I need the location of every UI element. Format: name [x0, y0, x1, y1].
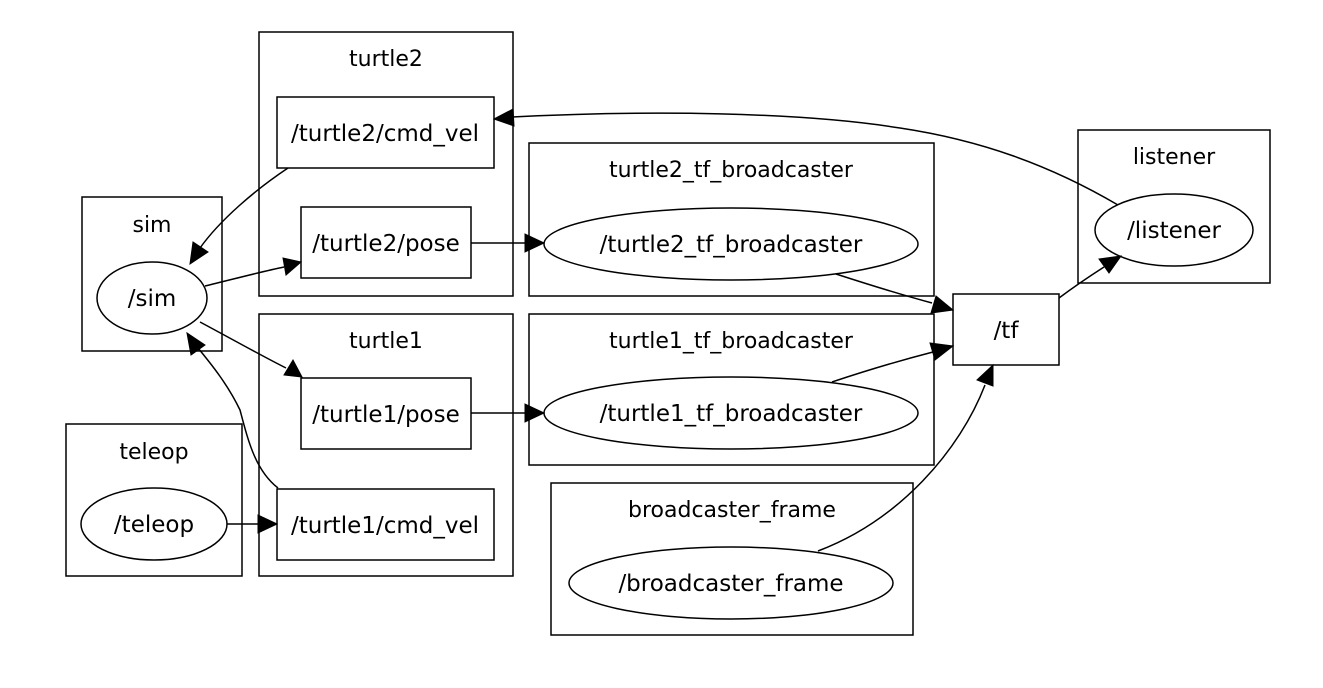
node-turtle2-tf-broadcaster-label: /turtle2_tf_broadcaster [600, 232, 863, 258]
edge-turtle1-pose-to-turtle1-tf-broadcaster [471, 403, 546, 423]
node-turtle2-tf-broadcaster[interactable]: /turtle2_tf_broadcaster [543, 207, 919, 281]
edge-turtle2-tf-broadcaster-to-tf [835, 273, 955, 314]
arrowhead [282, 257, 303, 276]
cluster-turtle1-label: turtle1 [349, 329, 423, 354]
cluster-listener: listener [1077, 129, 1271, 284]
cluster-turtle2-tf-broadcaster-label: turtle2_tf_broadcaster [609, 158, 854, 183]
node-turtle1-tf-broadcaster[interactable]: /turtle1_tf_broadcaster [543, 376, 919, 450]
arrowhead [186, 331, 206, 356]
cluster-teleop-label: teleop [119, 440, 188, 465]
edge-listener-to-turtle2-cmd-vel [492, 108, 1119, 206]
edge-turtle2-pose-to-turtle2-tf-broadcaster [471, 233, 546, 253]
cluster-broadcaster-frame-label: broadcaster_frame [628, 498, 836, 523]
cluster-sim: sim [81, 196, 223, 352]
cluster-turtle2-tf-broadcaster: turtle2_tf_broadcaster [528, 142, 935, 297]
arrowhead [257, 514, 279, 534]
topic-turtle1-cmd-vel-label: /turtle1/cmd_vel [291, 513, 479, 539]
edge-turtle1-tf-broadcaster-to-tf [831, 342, 955, 383]
topic-turtle2-cmd-vel[interactable]: /turtle2/cmd_vel [276, 96, 495, 169]
node-teleop-label: /teleop [114, 512, 194, 538]
node-listener[interactable]: /listener [1094, 193, 1254, 267]
edge-sim-to-turtle1-pose [199, 321, 303, 378]
cluster-sim-label: sim [132, 213, 171, 238]
edge-sim-to-turtle2-pose [204, 257, 303, 287]
cluster-turtle1-tf-broadcaster-label: turtle1_tf_broadcaster [609, 329, 854, 354]
topic-tf-label: /tf [994, 318, 1020, 344]
topic-turtle1-cmd-vel[interactable]: /turtle1/cmd_vel [276, 488, 495, 561]
node-teleop[interactable]: /teleop [80, 487, 228, 561]
cluster-turtle1: turtle1 [258, 313, 514, 577]
cluster-listener-label: listener [1133, 145, 1216, 170]
topic-turtle1-pose[interactable]: /turtle1/pose [300, 377, 472, 450]
topic-turtle1-pose-label: /turtle1/pose [312, 402, 460, 428]
arrowhead [929, 342, 955, 361]
arrowhead [189, 241, 209, 266]
arrowhead [930, 295, 955, 314]
node-broadcaster-frame-label: /broadcaster_frame [618, 571, 843, 597]
arrowhead [492, 108, 515, 127]
edge-turtle1-cmd-vel-to-sim [186, 331, 279, 489]
topic-turtle2-cmd-vel-label: /turtle2/cmd_vel [291, 121, 479, 147]
cluster-broadcaster-frame: broadcaster_frame [550, 482, 914, 636]
node-listener-label: /listener [1127, 218, 1221, 244]
arrowhead [283, 358, 303, 378]
edge-teleop-to-turtle1-cmd-vel [227, 514, 279, 534]
arrowhead [524, 233, 546, 253]
edge-broadcaster-frame-to-tf [817, 363, 994, 552]
cluster-turtle2-label: turtle2 [349, 47, 423, 72]
topic-tf[interactable]: /tf [952, 293, 1060, 366]
arrowhead [1098, 255, 1123, 274]
edge-tf-to-listener [1058, 255, 1123, 299]
topic-turtle2-pose[interactable]: /turtle2/pose [300, 206, 472, 279]
cluster-turtle1-tf-broadcaster: turtle1_tf_broadcaster [528, 313, 935, 466]
node-broadcaster-frame[interactable]: /broadcaster_frame [568, 546, 894, 620]
node-sim-label: /sim [128, 286, 177, 312]
arrowhead [524, 403, 546, 423]
cluster-turtle2: turtle2 [258, 31, 514, 297]
arrowhead [976, 363, 994, 387]
topic-turtle2-pose-label: /turtle2/pose [312, 231, 460, 257]
edge-turtle2-cmd-vel-to-sim [189, 167, 289, 266]
node-turtle1-tf-broadcaster-label: /turtle1_tf_broadcaster [600, 401, 863, 427]
cluster-teleop: teleop [65, 423, 243, 577]
node-sim[interactable]: /sim [96, 261, 208, 335]
